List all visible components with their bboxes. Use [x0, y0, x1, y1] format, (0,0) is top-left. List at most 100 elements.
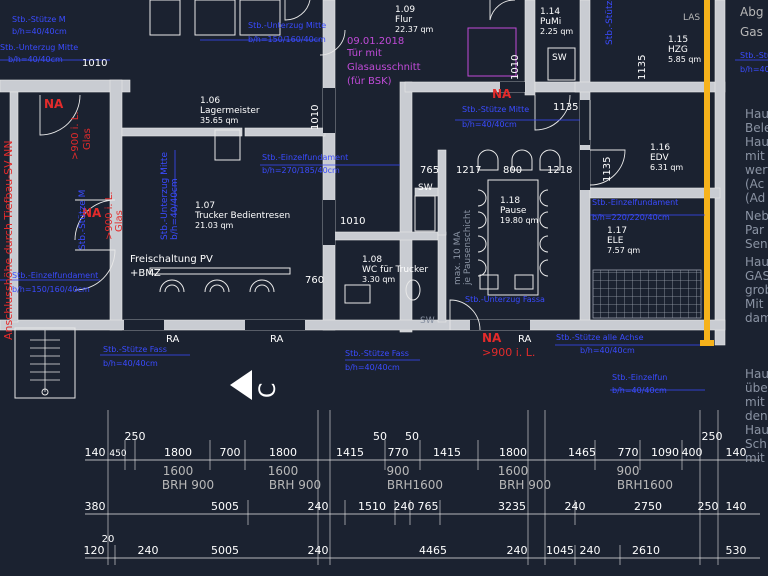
svg-text:Hau: Hau — [745, 107, 768, 121]
svg-text:900: 900 — [387, 464, 410, 478]
blue-note: Stb.-Einzelfun — [612, 373, 667, 382]
blue-vertical-note: Stb.-Unterzug Mitte — [160, 152, 170, 240]
dimension-row-2: 380 5005 240 1510 240 765 3235 240 2750 … — [85, 500, 747, 513]
svg-text:(Ad: (Ad — [745, 191, 765, 205]
svg-text:240: 240 — [394, 500, 415, 513]
svg-text:BRH 900: BRH 900 — [499, 478, 551, 492]
blue-note: b/h=40/40cm — [462, 120, 517, 129]
structural-lines — [0, 39, 768, 391]
svg-text:1800: 1800 — [269, 446, 297, 459]
tile-area — [592, 269, 702, 319]
svg-text:1510: 1510 — [358, 500, 386, 513]
door-width-label: 1217 — [456, 165, 481, 176]
magenta-note: (für BSK) — [347, 76, 392, 87]
na-mark: NA — [82, 206, 102, 220]
door-width-label: 1135 — [553, 102, 578, 113]
svg-text:900: 900 — [617, 464, 640, 478]
svg-text:1800: 1800 — [499, 446, 527, 459]
blue-note: b/h=40/40cm — [8, 55, 63, 64]
svg-text:2750: 2750 — [634, 500, 662, 513]
door-width-label: 1010 — [82, 58, 107, 69]
door-swings — [39, 0, 626, 331]
blue-note: b/h=150/160/40cm — [12, 285, 90, 294]
svg-text:mit: mit — [745, 149, 765, 163]
svg-text:50: 50 — [373, 430, 387, 443]
svg-text:Mit: Mit — [745, 297, 764, 311]
svg-text:240: 240 — [565, 500, 586, 513]
blue-note: b/h=220/220/40cm — [592, 213, 670, 222]
svg-text:dam: dam — [745, 311, 768, 325]
room-num: 1.08 — [362, 255, 382, 265]
svg-text:Sch: Sch — [745, 437, 767, 451]
glas-label: Glas — [82, 128, 93, 150]
svg-text:mit: mit — [745, 395, 765, 409]
svg-text:wert: wert — [745, 163, 768, 177]
room-num: 1.07 — [195, 201, 215, 211]
bmz-label: +BMZ — [130, 268, 161, 279]
svg-text:Hau: Hau — [745, 367, 768, 381]
svg-text:mit: mit — [745, 451, 765, 465]
door-width-label: 765 — [420, 165, 439, 176]
svg-text:400: 400 — [682, 446, 703, 459]
sw-label: SW — [420, 316, 435, 326]
room-labels: 1.09 Flur 22.37 qm 1.14 PuMi 2.25 qm 1.1… — [194, 5, 701, 284]
svg-text:240: 240 — [138, 544, 159, 557]
room-area: 6.31 qm — [650, 163, 683, 172]
svg-text:GAS: GAS — [745, 269, 768, 283]
svg-text:grob: grob — [745, 283, 768, 297]
freischaltung-label: Freischaltung PV — [130, 254, 213, 265]
door-width-label: 1135 — [637, 55, 648, 80]
door-widths: 1010 1010 1010 1010 1135 1135 1135 765 1… — [82, 55, 648, 286]
na-mark: NA — [492, 87, 512, 101]
room-name: PuMi — [540, 17, 561, 27]
na-mark: NA — [482, 331, 502, 345]
room-num: 1.17 — [607, 226, 627, 236]
svg-text:BRH 900: BRH 900 — [269, 478, 321, 492]
room-name: EDV — [650, 153, 669, 163]
room-area: 7.57 qm — [607, 246, 640, 255]
room-name: Trucker Bedientresen — [194, 211, 290, 221]
svg-text:700: 700 — [220, 446, 241, 459]
room-area: 21.03 qm — [195, 221, 234, 230]
blue-note: Stb.-Stütze Mitte — [740, 51, 768, 60]
svg-text:240: 240 — [507, 544, 528, 557]
blue-note: Stb.-Unterzug Mitte — [0, 43, 78, 52]
blue-vertical-note: b/h=40/40cm — [170, 178, 180, 240]
north-label: C — [256, 383, 281, 398]
door-width-label: 760 — [305, 275, 324, 286]
ra-label: RA — [270, 334, 284, 345]
svg-text:250: 250 — [698, 500, 719, 513]
svg-text:2610: 2610 — [632, 544, 660, 557]
facade-line — [704, 0, 710, 345]
room-name: HZG — [668, 45, 688, 55]
blue-note: Stb.-Einzelfundament — [262, 153, 348, 162]
room-area: 2.25 qm — [540, 27, 573, 36]
room-name: Pause — [500, 206, 527, 216]
blue-note: Stb.-Stütze Fass — [103, 345, 167, 354]
door-width-label: 1010 — [340, 216, 365, 227]
svg-text:765: 765 — [418, 500, 439, 513]
svg-text:140: 140 — [85, 446, 106, 459]
blue-vertical-note: Stb.-Stütze M — [78, 190, 88, 250]
svg-text:Hau: Hau — [745, 423, 768, 437]
svg-text:übe: übe — [745, 381, 768, 395]
svg-text:770: 770 — [618, 446, 639, 459]
room-area: 22.37 qm — [395, 25, 434, 34]
blue-note: Stb.-Stütze Mitte — [462, 105, 529, 114]
magenta-note: Tür mit — [346, 48, 382, 59]
blue-note: Stb.-Stütze alle Achse — [556, 333, 644, 342]
blue-note: b/h=40/40cm — [580, 346, 635, 355]
svg-text:250: 250 — [702, 430, 723, 443]
svg-text:1600: 1600 — [498, 464, 529, 478]
side-note: Anschlusshöhe durch Tiefbau-SV NN — [2, 140, 15, 340]
svg-text:240: 240 — [580, 544, 601, 557]
blue-note: Stb.-Unterzug Fassa — [465, 295, 545, 304]
dimension-row-1: 140 450 250 1800 700 1800 1415 50 770 50… — [85, 430, 747, 459]
svg-text:BRH1600: BRH1600 — [387, 478, 443, 492]
svg-text:5005: 5005 — [211, 544, 239, 557]
svg-text:240: 240 — [308, 500, 329, 513]
las-label: LAS — [683, 13, 700, 23]
room-area: 35.65 qm — [200, 116, 239, 125]
blue-note: Stb.-Stütze M — [12, 15, 66, 24]
